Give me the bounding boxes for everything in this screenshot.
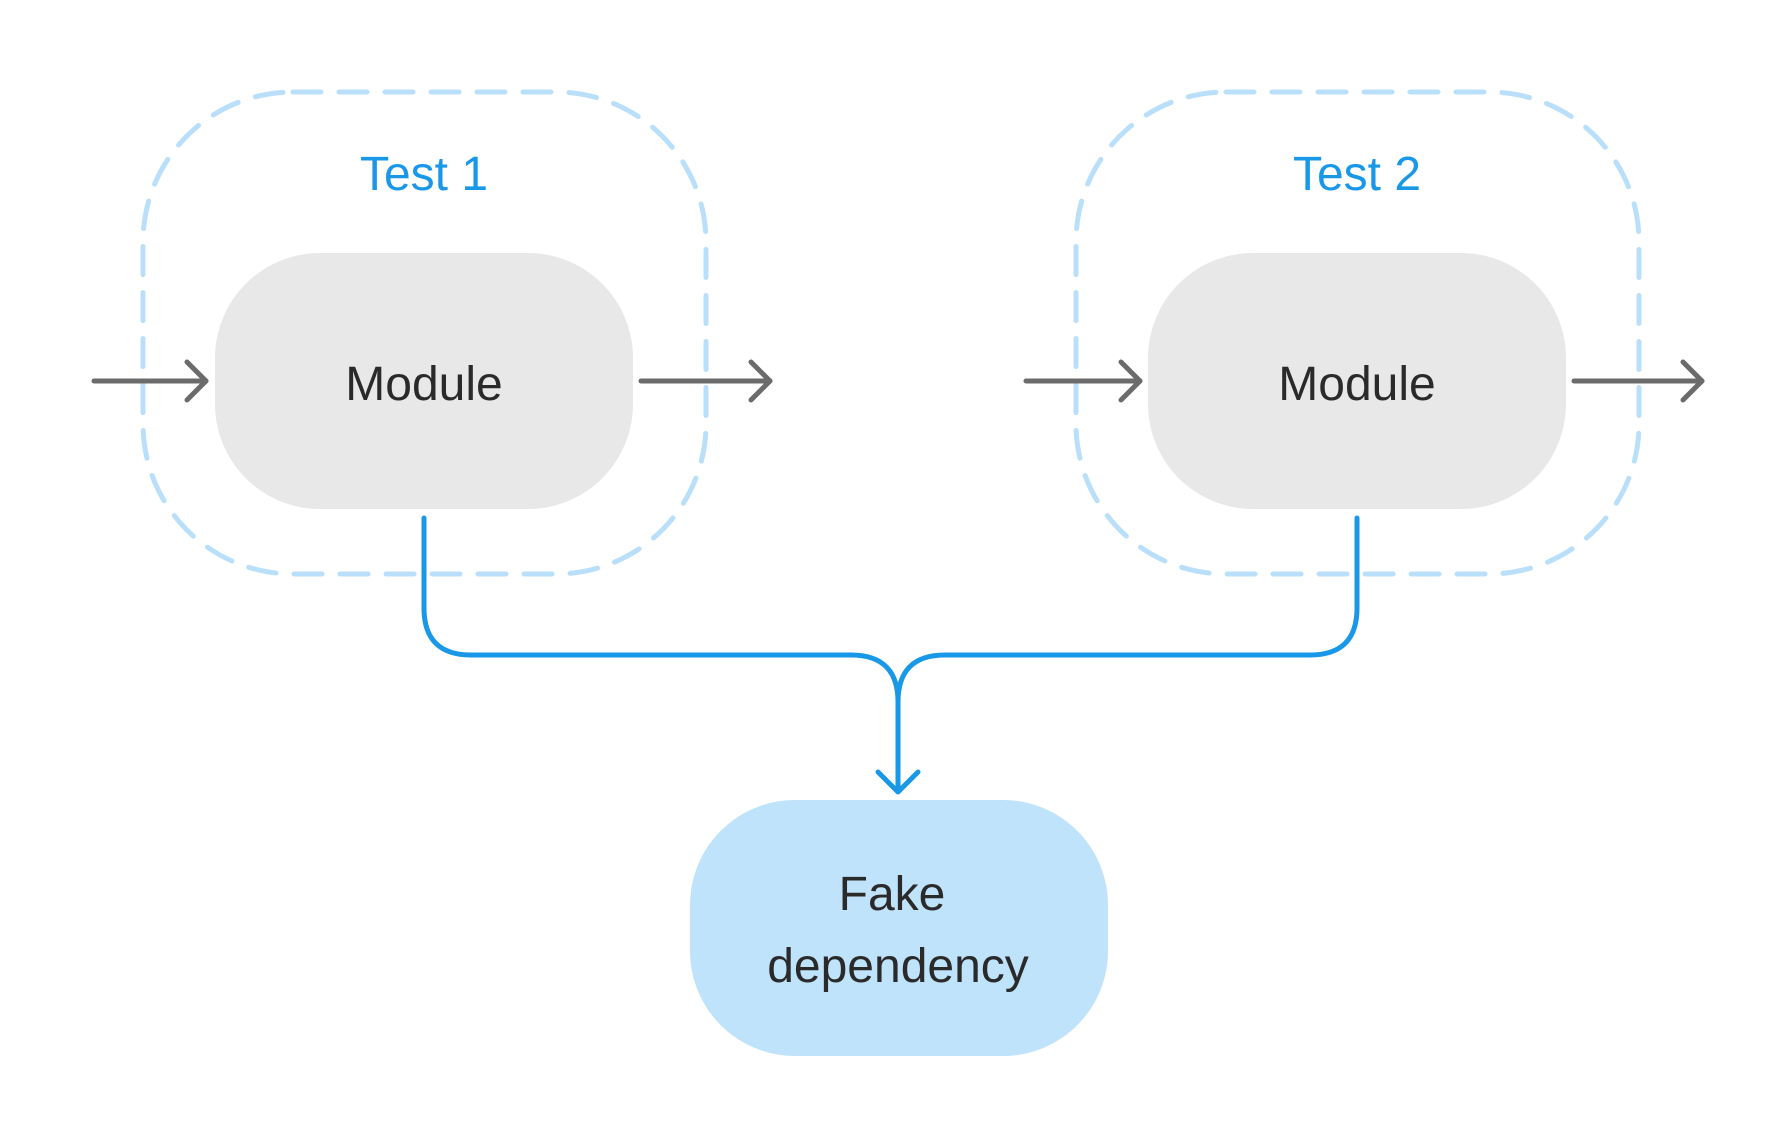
fake-dependency-label-line1: Fake [839,868,946,921]
connector-right [895,515,1360,705]
module-box-1 [215,253,633,509]
test-label-1: Test 1 [360,148,488,201]
fake-dependency-label-line2: dependency [767,940,1029,993]
module-label-1: Module [345,358,502,411]
test-group-1: Test 1 Module [91,89,773,577]
dependency-connectors [421,515,1360,795]
input-arrow-1 [91,359,209,403]
input-arrow-2 [1023,359,1143,403]
fake-dependency: Fake dependency [690,800,1108,1056]
fake-dependency-box [690,800,1108,1056]
module-label-2: Module [1278,358,1435,411]
module-box-2 [1148,253,1566,509]
output-arrow-1 [638,359,773,403]
connector-arrowhead [875,769,921,795]
output-arrow-2 [1571,359,1705,403]
test-label-2: Test 2 [1293,148,1421,201]
connector-left [421,515,901,793]
test-group-2: Test 2 Module [1023,89,1705,577]
